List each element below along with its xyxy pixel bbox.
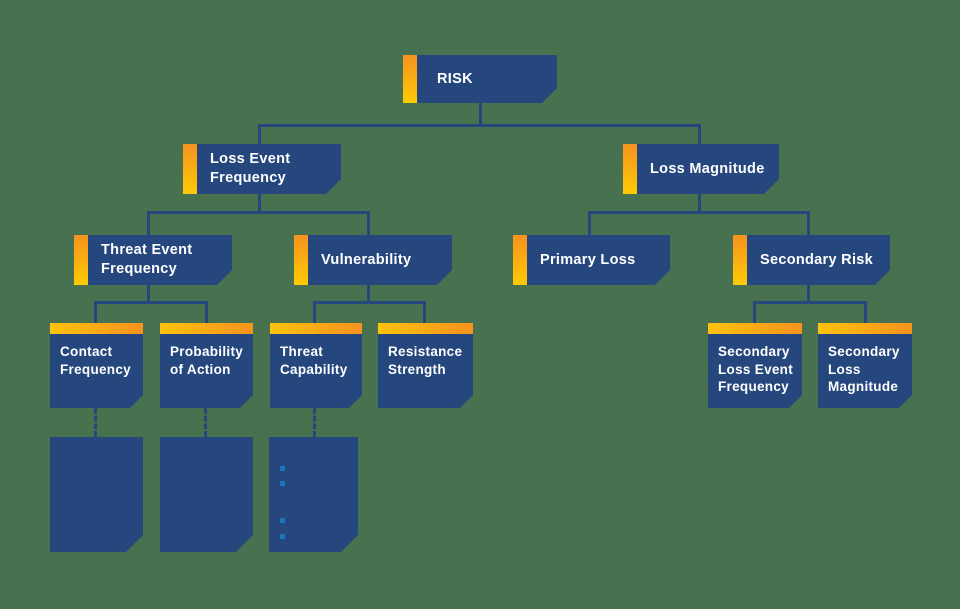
node-risk-label: RISK bbox=[437, 70, 473, 87]
connector bbox=[807, 285, 810, 303]
connector bbox=[258, 194, 261, 213]
accent-bar bbox=[733, 235, 747, 285]
connector bbox=[588, 211, 591, 235]
node-loss-event-frequency-label: Loss Event Frequency bbox=[210, 151, 291, 186]
connector bbox=[313, 301, 426, 304]
connector bbox=[147, 285, 150, 303]
node-contact-frequency-label: Contact Frequency bbox=[60, 344, 131, 377]
connector bbox=[205, 301, 208, 323]
connector bbox=[423, 301, 426, 323]
accent-bar bbox=[270, 323, 362, 334]
node-probability-of-action-label: Probability of Action bbox=[170, 344, 244, 377]
accent-bar bbox=[183, 144, 197, 194]
bullet-square bbox=[280, 481, 285, 486]
dashed-connector bbox=[204, 408, 207, 437]
node-secondary-loss-magnitude-label: Secondary Loss Magnitude bbox=[828, 344, 900, 394]
node-vulnerability: Vulnerability bbox=[308, 235, 452, 285]
accent-bar bbox=[403, 55, 417, 103]
connector bbox=[367, 211, 370, 235]
node-threat-capability-label: Threat Capability bbox=[280, 344, 348, 377]
node-secondary-loss-magnitude: Secondary Loss Magnitude bbox=[818, 334, 912, 408]
node-detail-box-threat-capability bbox=[269, 437, 358, 552]
accent-bar bbox=[818, 323, 912, 334]
node-detail-box-probability-of-action bbox=[160, 437, 253, 552]
connector bbox=[94, 301, 208, 304]
node-vulnerability-label: Vulnerability bbox=[321, 251, 412, 268]
accent-bar bbox=[160, 323, 253, 334]
accent-bar bbox=[50, 323, 143, 334]
node-secondary-risk-label: Secondary Risk bbox=[760, 251, 873, 268]
node-resistance-strength-label: Resistance Strength bbox=[388, 344, 463, 377]
node-loss-magnitude-label: Loss Magnitude bbox=[650, 160, 765, 177]
node-detail-box-contact-frequency bbox=[50, 437, 143, 552]
connector bbox=[147, 211, 370, 214]
bullet-square bbox=[280, 466, 285, 471]
connector bbox=[367, 285, 370, 303]
accent-bar bbox=[74, 235, 88, 285]
node-threat-capability: Threat Capability bbox=[270, 334, 362, 408]
node-threat-event-frequency-label: Threat Event Frequency bbox=[101, 242, 193, 277]
connector bbox=[313, 301, 316, 323]
node-loss-event-frequency: Loss Event Frequency bbox=[197, 144, 341, 194]
node-contact-frequency: Contact Frequency bbox=[50, 334, 143, 408]
bullet-square bbox=[280, 534, 285, 539]
connector bbox=[698, 124, 701, 145]
node-secondary-risk: Secondary Risk bbox=[747, 235, 890, 285]
connector bbox=[753, 301, 867, 304]
node-threat-event-frequency: Threat Event Frequency bbox=[88, 235, 232, 285]
accent-bar bbox=[378, 323, 473, 334]
connector bbox=[258, 124, 261, 145]
node-resistance-strength: Resistance Strength bbox=[378, 334, 473, 408]
node-secondary-loss-event-frequency-label: Secondary Loss Event Frequency bbox=[718, 344, 794, 394]
connector bbox=[147, 211, 150, 235]
accent-bar bbox=[513, 235, 527, 285]
node-primary-loss-label: Primary Loss bbox=[540, 251, 636, 268]
connector bbox=[479, 103, 482, 126]
dashed-connector bbox=[94, 408, 97, 437]
node-secondary-loss-event-frequency: Secondary Loss Event Frequency bbox=[708, 334, 802, 408]
node-loss-magnitude: Loss Magnitude bbox=[637, 144, 779, 194]
node-probability-of-action: Probability of Action bbox=[160, 334, 253, 408]
node-primary-loss: Primary Loss bbox=[527, 235, 670, 285]
connector bbox=[753, 301, 756, 323]
connector bbox=[588, 211, 810, 214]
connector bbox=[807, 211, 810, 235]
accent-bar bbox=[294, 235, 308, 285]
accent-bar bbox=[708, 323, 802, 334]
connector bbox=[864, 301, 867, 323]
bullet-square bbox=[280, 518, 285, 523]
node-risk: RISK bbox=[417, 55, 557, 103]
accent-bar bbox=[623, 144, 637, 194]
dashed-connector bbox=[313, 408, 316, 437]
connector bbox=[698, 194, 701, 213]
connector bbox=[258, 124, 701, 127]
connector bbox=[94, 301, 97, 323]
